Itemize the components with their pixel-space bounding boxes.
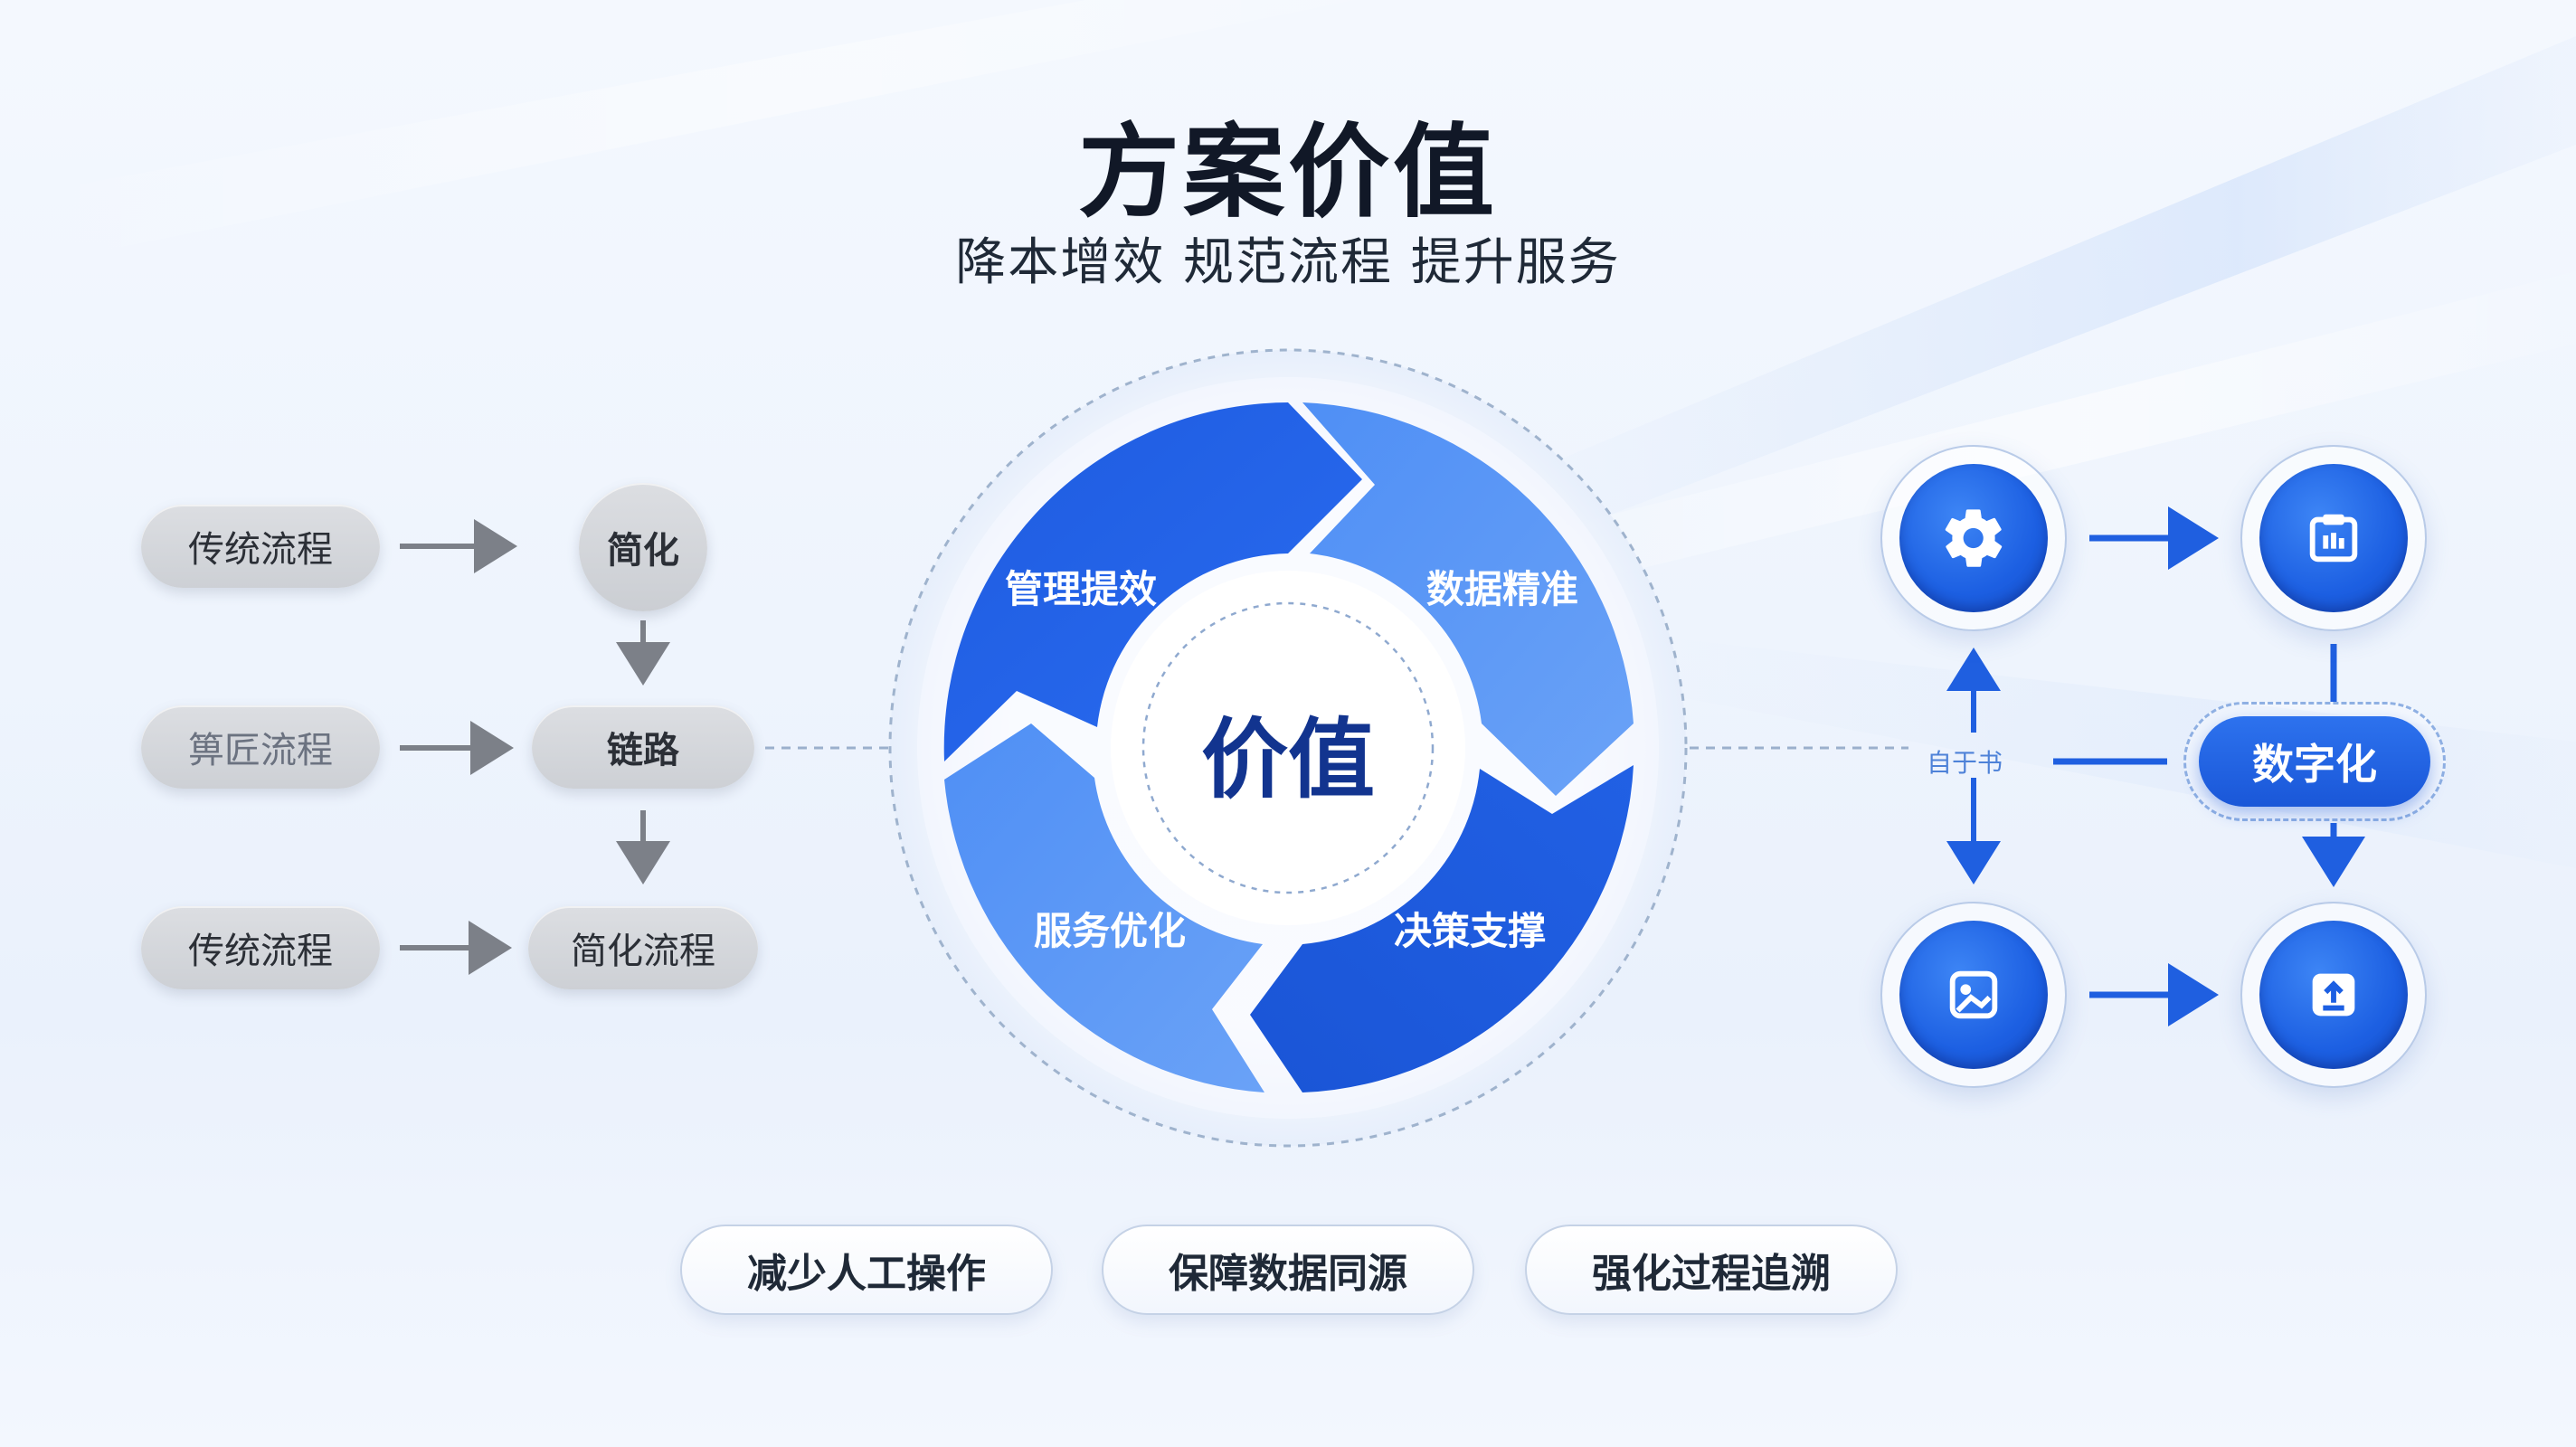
upload-box-node xyxy=(2240,902,2427,1088)
cycle-segment-management xyxy=(943,402,1362,761)
simplified-process-pill: 简化流程 xyxy=(528,906,758,989)
segment-label-data: 数据精准 xyxy=(1425,567,1578,611)
upload-box-icon xyxy=(2312,973,2355,1017)
segment-label-decision: 决策支撑 xyxy=(1393,909,1546,953)
right-flow-small-label: 自于书 xyxy=(1927,748,2003,778)
digitalization-label: 数字化 xyxy=(2199,716,2430,807)
traditional-process-pill-2: 箅匠流程 xyxy=(141,705,380,789)
image-icon xyxy=(1949,970,1998,1019)
cycle-segment-data xyxy=(1302,402,1634,796)
segment-label-management: 管理提效 xyxy=(1004,567,1157,611)
page-title: 方案价值 xyxy=(1078,114,1498,232)
benefit-traceability: 强化过程追溯 xyxy=(1525,1225,1898,1315)
clipboard-icon xyxy=(2309,514,2358,563)
cycle-center-label: 价值 xyxy=(1201,709,1375,810)
gear-icon xyxy=(1945,509,2003,567)
digitalization-hub: 数字化 xyxy=(2183,702,2446,821)
traditional-process-pill-3: 传统流程 xyxy=(141,906,380,989)
cycle-segment-service xyxy=(944,724,1264,1092)
benefit-reduce-manual: 减少人工操作 xyxy=(680,1225,1053,1315)
segment-label-service: 服务优化 xyxy=(1033,909,1186,953)
cycle-segment-decision xyxy=(1250,765,1634,1092)
simplify-node: 简化 xyxy=(579,483,707,611)
image-node xyxy=(1880,902,2067,1088)
link-path-pill: 链路 xyxy=(532,705,754,789)
clipboard-node xyxy=(2240,445,2427,631)
page-subtitle: 降本增效 规范流程 提升服务 xyxy=(955,233,1621,292)
cycle-center-disc xyxy=(1111,571,1465,925)
gear-node xyxy=(1880,445,2067,631)
benefit-data-source: 保障数据同源 xyxy=(1102,1225,1474,1315)
traditional-process-pill-1: 传统流程 xyxy=(141,505,380,588)
